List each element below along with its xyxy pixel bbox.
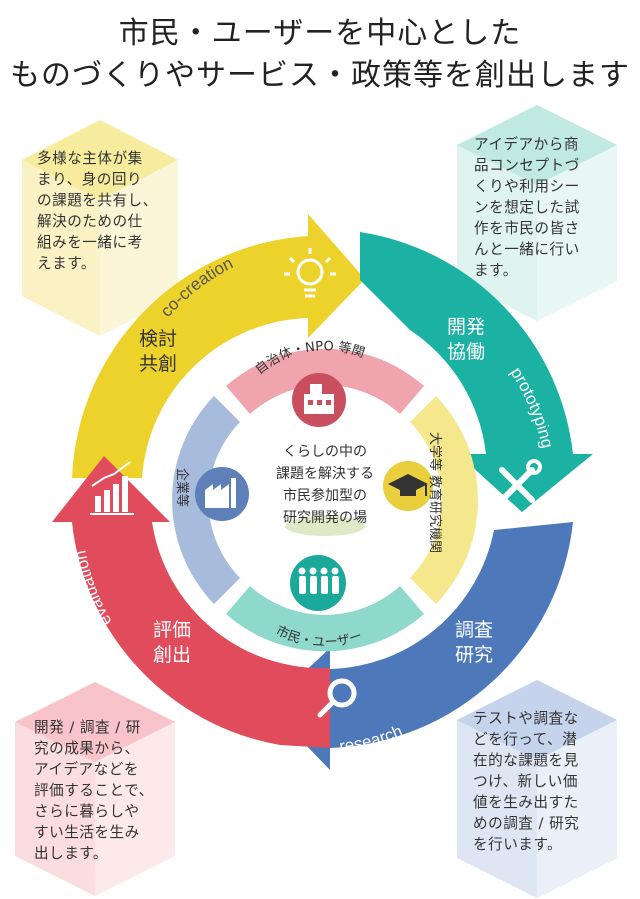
segment-prototyping (360, 232, 593, 512)
companies-label: 企業等 (174, 468, 190, 507)
hexagon-top-left (22, 120, 178, 336)
factory-icon (195, 467, 249, 521)
magnifier-icon (317, 678, 357, 718)
graduation-cap-icon (383, 461, 433, 511)
center-platform (285, 516, 365, 536)
description-bottom-right: テストや調査な どを行って、潜 在的な課題を見 つけ、新しい価 値を生み出すた … (473, 710, 580, 853)
title-line-1: 市民・ユーザーを中心とした (118, 16, 522, 51)
segment-co-creation (72, 214, 365, 478)
hexagon-bottom-left (15, 682, 175, 896)
center-circle (217, 392, 433, 608)
description-bottom-left: 開発 / 調査 / 研 究の成果から、 アイデアなどを 評価することで、 さらに… (34, 719, 154, 862)
hexagon-top-right (457, 105, 617, 321)
tools-icon (499, 459, 542, 503)
research-jp-2: 研究 (455, 644, 493, 666)
center-text-4: 研究開発の場 (283, 510, 367, 526)
prototyping-jp-1: 開発 (447, 316, 485, 338)
inner-segment-citizens (226, 586, 424, 652)
segment-evaluation (52, 456, 330, 748)
evaluation-jp-1: 評価 (153, 619, 191, 641)
co-creation-jp-1: 検討 (139, 328, 177, 350)
government-building-icon (292, 373, 346, 427)
co-creation-jp-2: 共創 (139, 353, 177, 375)
center-text-2: 課題を解決する (276, 466, 374, 482)
inner-segment-university (410, 396, 478, 604)
center-text-3: 市民参加型の (283, 487, 367, 504)
segment-research (268, 522, 573, 770)
description-top-left: 多様な主体が集 まり、身の回り の課題を共有し、 解決のための仕 組みを一緒に考… (37, 150, 158, 272)
lightbulb-icon (284, 248, 336, 298)
hexagon-bottom-right (457, 680, 617, 898)
research-jp-1: 調査 (455, 619, 493, 641)
description-top-right: アイデアから商 品コンセプトづ くりや利用シー ンを想定した試 作を市民の皆さ … (474, 136, 580, 279)
crowd-icon (290, 555, 346, 611)
center-text-1: くらしの中の (283, 444, 367, 460)
university-label: 大学等 教育研究機関 (427, 432, 443, 553)
title-line-2: ものづくりやサービス・政策等を創出します (10, 58, 630, 93)
bar-chart-icon (90, 461, 134, 515)
evaluation-jp-2: 創出 (153, 644, 191, 666)
prototyping-jp-2: 協働 (447, 341, 485, 363)
